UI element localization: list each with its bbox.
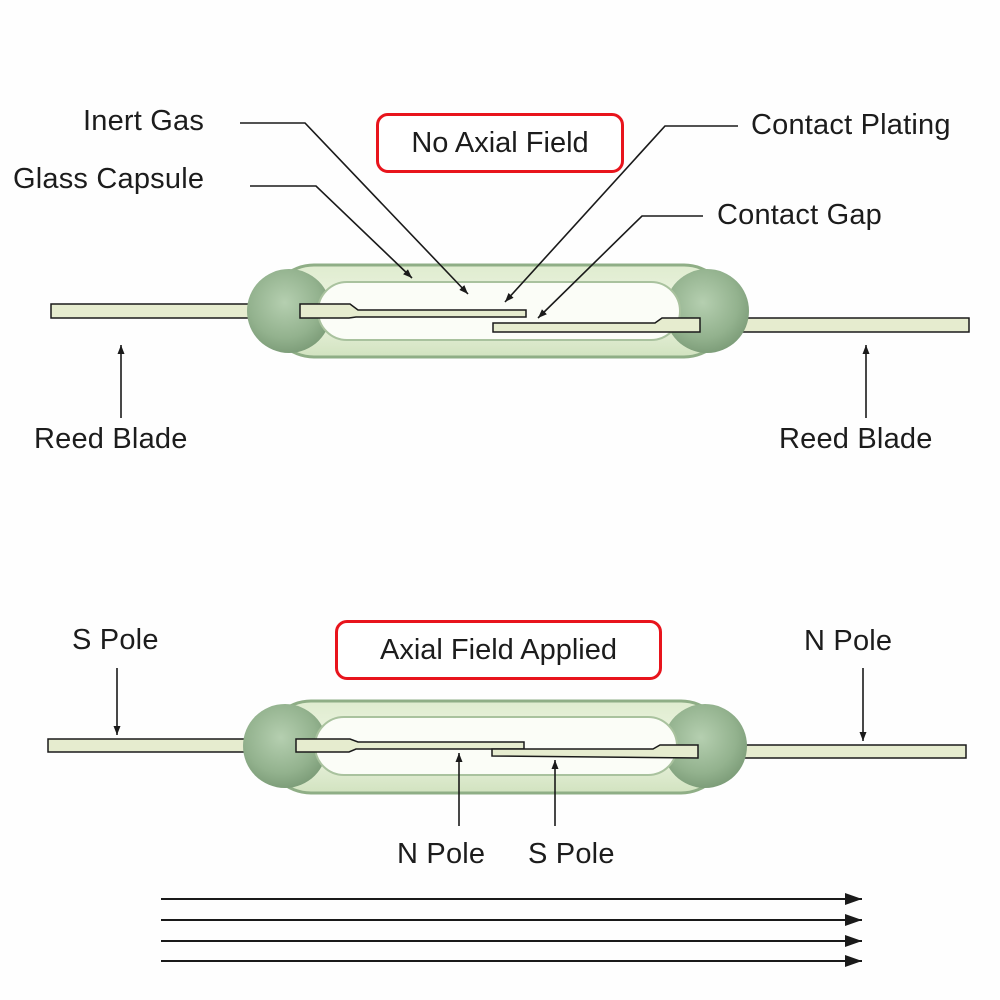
label-contact-plating: Contact Plating: [751, 109, 951, 141]
reed-lead-right-bottom: [727, 744, 967, 759]
axial-field-arrows: [161, 893, 862, 967]
label-contact-gap: Contact Gap: [717, 199, 883, 231]
title-axial-field-applied-text: Axial Field Applied: [380, 633, 617, 666]
capsule-bulb-left: [247, 269, 331, 353]
reed-switch-top: [50, 263, 970, 359]
bottom-leader-lines: [113, 668, 867, 826]
contact-plating-leader: [504, 125, 738, 303]
reed-blade-right-inner: [492, 317, 701, 333]
label-glass-capsule: Glass Capsule: [13, 163, 205, 195]
label-s-pole-left: S Pole: [72, 624, 159, 656]
reed-blade-left-inner: [299, 303, 527, 319]
capsule-bulb-right-bottom: [663, 704, 747, 788]
glass-capsule-leader: [250, 185, 413, 279]
title-no-axial-field-text: No Axial Field: [411, 126, 589, 159]
reed-lead-left-bottom: [47, 738, 269, 753]
label-n-pole-contact: N Pole: [397, 838, 486, 870]
contact-gap-leader: [537, 215, 703, 319]
label-reed-blade-left: Reed Blade: [34, 423, 188, 455]
label-n-pole-right: N Pole: [804, 625, 893, 657]
reed-blade-right-inner-bottom: [491, 744, 699, 759]
reed-lead-left: [50, 303, 272, 319]
capsule-bulb-left-bottom: [243, 704, 327, 788]
reed-switch-bottom: [47, 699, 967, 795]
title-axial-field-applied: Axial Field Applied: [335, 620, 662, 680]
label-reed-blade-right: Reed Blade: [779, 423, 933, 455]
label-inert-gas: Inert Gas: [83, 105, 205, 137]
inert-gas-leader: [240, 122, 469, 295]
title-no-axial-field: No Axial Field: [376, 113, 624, 173]
reed-lead-right: [727, 317, 970, 333]
top-leader-lines: [117, 122, 870, 418]
label-s-pole-contact: S Pole: [528, 838, 615, 870]
